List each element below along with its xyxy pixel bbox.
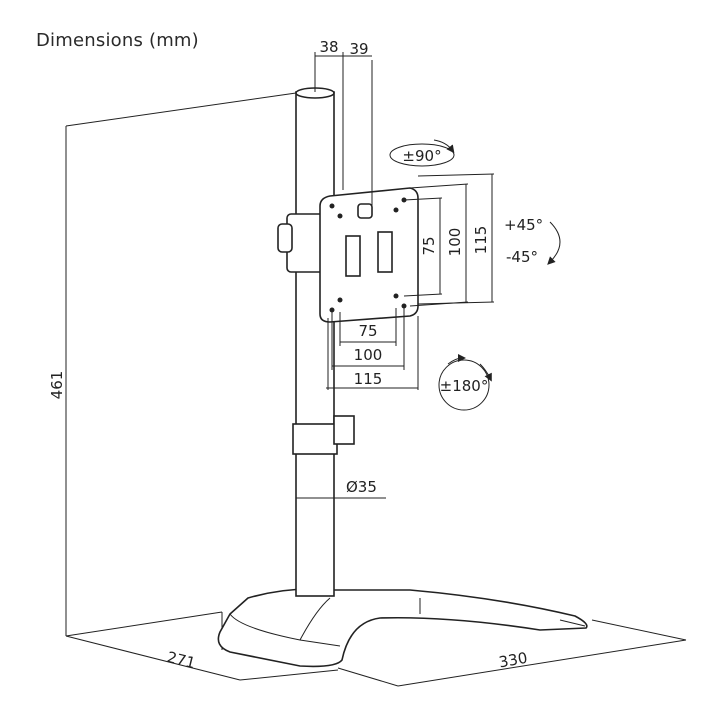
vesa-v-115-label: 115 [472, 226, 490, 255]
swivel-indicator: ±180° [438, 354, 492, 411]
pole-diameter-dimension: Ø35 [296, 478, 386, 499]
swivel-label: ±180° [440, 377, 489, 395]
tilt-indicator: +45° -45° [504, 216, 561, 266]
pole-offset-b-label: 39 [349, 40, 368, 58]
width-dimension: 330 [337, 619, 687, 687]
pole-offset-dimension: 38 39 [314, 38, 373, 206]
vesa-h-75-label: 75 [358, 322, 377, 340]
pole-diameter-label: Ø35 [346, 478, 377, 496]
rotate-indicator: ±90° [389, 139, 455, 167]
height-label: 461 [48, 371, 66, 400]
pole-offset-a-label: 38 [319, 38, 338, 56]
vesa-h-100-label: 100 [354, 346, 383, 364]
vesa-plate [319, 187, 419, 323]
depth-label: 271 [165, 648, 197, 672]
diagram-title: Dimensions (mm) [36, 30, 199, 51]
vesa-v-100-label: 100 [446, 228, 464, 257]
vesa-h-115-label: 115 [354, 370, 383, 388]
width-label: 330 [497, 649, 528, 672]
vesa-vertical-dimensions: 75 100 115 [403, 173, 495, 307]
stand-base [217, 588, 588, 668]
tilt-down-label: -45° [506, 248, 538, 266]
vesa-horizontal-dimensions: 75 100 115 [326, 306, 419, 390]
tilt-up-label: +45° [504, 216, 543, 234]
rotate-label: ±90° [402, 147, 441, 165]
height-dimension: 461 [48, 92, 297, 637]
vesa-v-75-label: 75 [420, 236, 438, 255]
